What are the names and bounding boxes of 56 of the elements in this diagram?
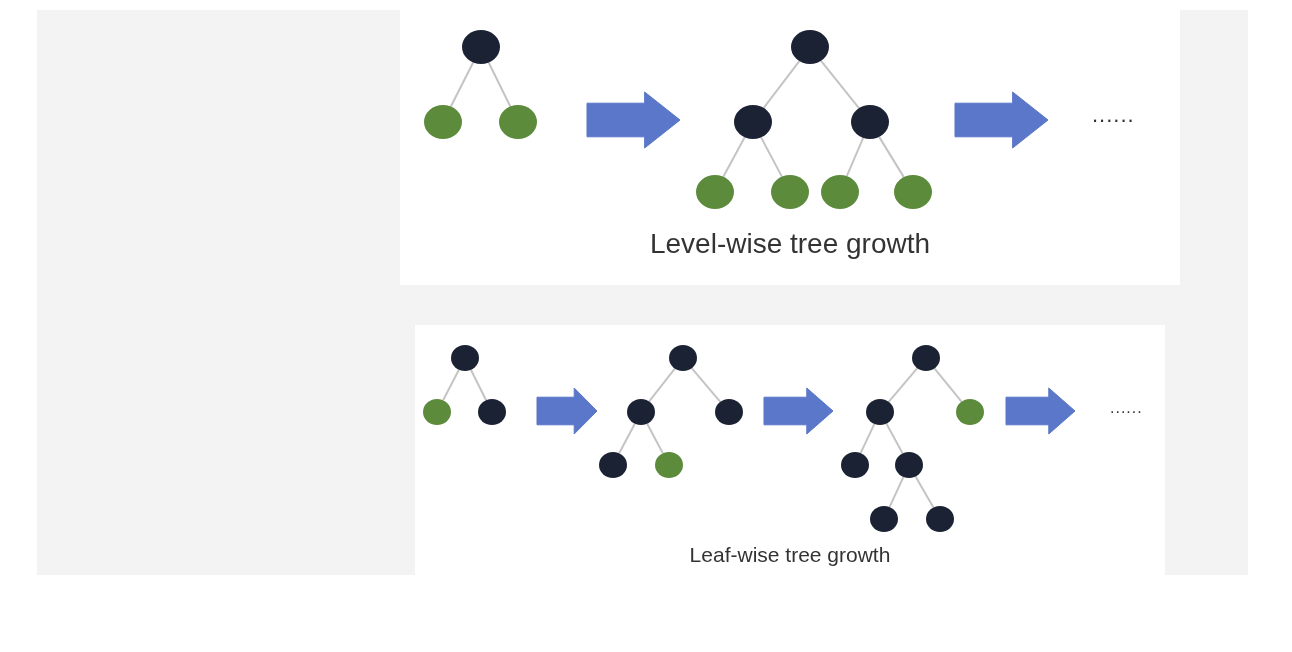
tree-branch	[646, 422, 664, 455]
diagram-panel	[400, 10, 1180, 285]
tree-branch	[618, 422, 636, 455]
tree-node-circle	[734, 105, 772, 139]
block-arrow	[1005, 387, 1076, 435]
block-arrow	[763, 387, 834, 435]
tree-node-circle	[669, 345, 697, 371]
tree-node-circle	[791, 30, 829, 64]
tree-node-circle	[424, 105, 462, 139]
tree-branch	[469, 368, 488, 402]
tree-node-circle	[956, 399, 984, 425]
tree-branch	[888, 475, 905, 509]
tree-branch	[878, 135, 905, 179]
tree-branch	[722, 136, 746, 178]
ellipsis-text: ......	[1110, 399, 1143, 417]
block-arrow	[536, 387, 598, 435]
tree-node-circle	[423, 399, 451, 425]
tree-node-circle	[912, 345, 940, 371]
tree-node-circle	[870, 506, 898, 532]
tree-branch	[760, 136, 783, 178]
tree-node-circle	[451, 345, 479, 371]
tree-node-circle	[627, 399, 655, 425]
tree-node-circle	[894, 175, 932, 209]
tree-node-circle	[696, 175, 734, 209]
tree-branch	[648, 367, 676, 403]
block-arrow	[954, 91, 1049, 149]
tree-node-circle	[478, 399, 506, 425]
panel-caption: Leaf-wise tree growth	[688, 543, 892, 567]
tree-node-circle	[926, 506, 954, 532]
tree-node-circle	[599, 452, 627, 478]
tree-node-circle	[462, 30, 500, 64]
tree-branch	[933, 367, 963, 403]
tree-branch	[820, 59, 860, 110]
tree-node-circle	[655, 452, 683, 478]
tree-node-circle	[499, 105, 537, 139]
tree-branch	[690, 367, 722, 403]
panel-caption: Level-wise tree growth	[648, 228, 932, 260]
tree-node-circle	[771, 175, 809, 209]
tree-node-circle	[895, 452, 923, 478]
tree-branch	[442, 368, 460, 402]
tree-branch	[914, 475, 935, 509]
tree-node-circle	[841, 452, 869, 478]
tree-branch	[845, 136, 865, 178]
tree-branch	[449, 61, 475, 108]
tree-branch	[762, 60, 801, 109]
diagram-panel	[415, 325, 1165, 575]
tree-node-circle	[866, 399, 894, 425]
tree-node-circle	[715, 399, 743, 425]
tree-branch	[487, 61, 512, 108]
tree-node-circle	[821, 175, 859, 209]
tree-branch	[885, 422, 904, 455]
tree-branch	[859, 422, 876, 455]
ellipsis-text: ......	[1092, 102, 1135, 128]
tree-node-circle	[851, 105, 889, 139]
tree-branch	[887, 367, 919, 403]
block-arrow	[586, 91, 681, 149]
